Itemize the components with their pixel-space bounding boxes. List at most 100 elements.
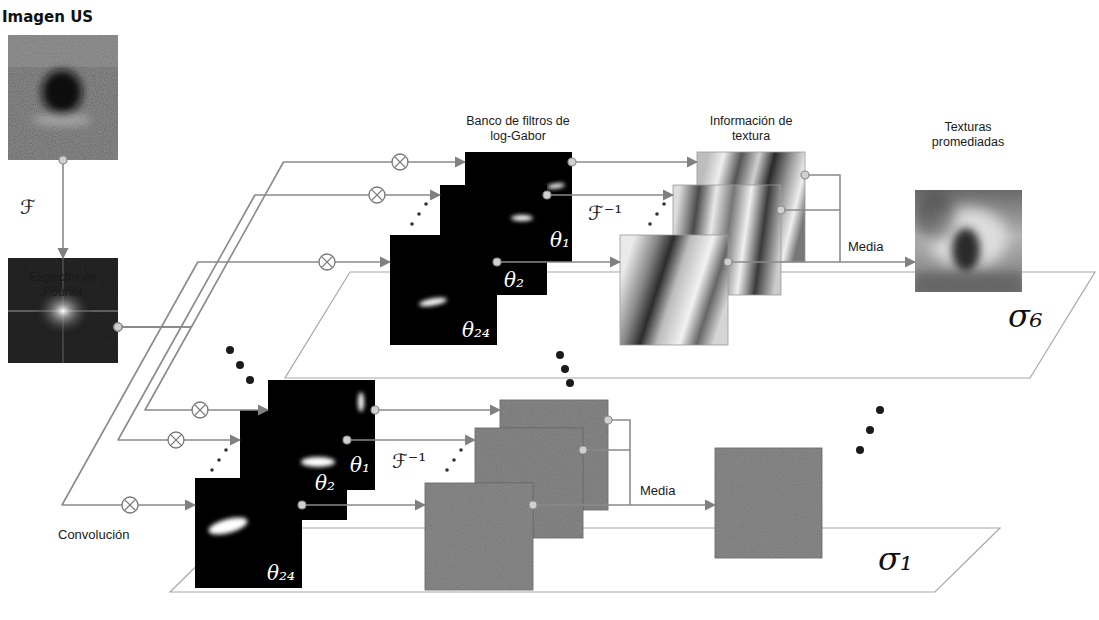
connector xyxy=(118,162,465,327)
ellipsis-dot xyxy=(236,361,244,369)
ultrasound-picture xyxy=(8,35,118,160)
operation-label: Media xyxy=(640,484,675,499)
port-dot xyxy=(604,416,612,424)
wire xyxy=(533,504,715,506)
wire xyxy=(302,504,425,506)
image-ground xyxy=(8,35,118,160)
ellipsis-dot xyxy=(226,346,234,354)
operator-label: ℱ⁻¹ xyxy=(392,450,426,473)
port-dot xyxy=(371,406,379,414)
ellipsis-dot xyxy=(224,448,228,452)
stack-title: Información de textura xyxy=(706,114,796,144)
angle-label: θ₂₄ xyxy=(462,319,490,341)
wire xyxy=(608,420,630,505)
ellipsis-dot xyxy=(424,202,428,206)
ellipsis-dot xyxy=(246,376,254,384)
filter-image: Banco de filtros de log-Gaborθ₁ xyxy=(465,152,572,262)
filter-lobe xyxy=(301,457,335,467)
filter-image: θ₂ xyxy=(240,410,347,520)
port-dot xyxy=(543,191,551,199)
ultrasound-image: Imagen US xyxy=(8,35,118,160)
scale-label: σ₆ xyxy=(1008,298,1043,335)
ellipsis-dot xyxy=(566,379,574,387)
speckle xyxy=(715,448,822,558)
multiply-symbol xyxy=(168,432,184,448)
filter-picture xyxy=(390,235,497,345)
image-ground xyxy=(8,258,118,363)
filter-bank-bottom xyxy=(195,380,375,588)
ellipsis-dot xyxy=(556,351,564,359)
averaged-image: Texturas promediadas xyxy=(915,190,1022,292)
scale-label: σ₁ xyxy=(878,541,913,578)
multiply-symbol xyxy=(369,187,385,203)
speckle xyxy=(8,35,118,160)
port-dot xyxy=(114,323,122,331)
port-dot xyxy=(114,323,122,331)
ellipsis-dot xyxy=(217,458,221,462)
image-title: Imagen US xyxy=(2,8,93,26)
averaged-picture xyxy=(715,448,822,558)
filter-lobe xyxy=(207,514,249,538)
port-dots xyxy=(298,191,785,509)
angle-label: θ₂ xyxy=(315,472,335,494)
multiply-symbol xyxy=(392,154,408,170)
spectrum-picture xyxy=(8,258,118,363)
ellipsis-dot xyxy=(876,406,884,414)
connector xyxy=(572,161,697,163)
operator-label: ℱ xyxy=(20,196,36,219)
ellipsis-dot xyxy=(410,222,414,226)
blur-shape xyxy=(952,228,980,272)
wire xyxy=(497,261,620,263)
filter-image: θ₂₄ xyxy=(390,235,497,345)
wire xyxy=(375,409,500,411)
port-dot xyxy=(59,156,67,164)
averaged-picture xyxy=(915,190,1022,292)
ellipsis-dot xyxy=(655,212,659,216)
wire xyxy=(781,209,840,211)
wire-group xyxy=(302,195,840,505)
connector xyxy=(118,195,440,327)
port-dot xyxy=(114,323,122,331)
texture-image: Información de textura xyxy=(697,152,805,262)
ellipsis-dot xyxy=(561,365,569,373)
angle-label: θ₂ xyxy=(504,269,524,291)
filter-image: θ₂₄ xyxy=(195,478,302,588)
lesion xyxy=(42,70,82,114)
blur-shape xyxy=(915,272,1022,292)
port-dot xyxy=(343,436,351,444)
port-dot xyxy=(493,258,501,266)
filter-lobe xyxy=(358,392,364,412)
filter-lobe xyxy=(547,182,566,189)
operation-label: Media xyxy=(848,240,883,255)
ellipsis-dot xyxy=(866,426,874,434)
filter-bank-top xyxy=(390,152,572,345)
port-dot xyxy=(114,323,122,331)
speckle xyxy=(425,483,533,590)
ellipsis-dot xyxy=(459,448,463,452)
filter-lobe xyxy=(419,296,448,308)
filter-image: θ₂ xyxy=(440,185,547,295)
wire xyxy=(583,449,630,451)
multiply-symbol xyxy=(319,254,335,270)
connector xyxy=(62,327,195,505)
texture-picture xyxy=(620,235,728,345)
ellipsis-dot xyxy=(417,212,421,216)
wire xyxy=(728,261,840,263)
port-dot xyxy=(777,206,785,214)
multiply-symbol xyxy=(192,402,208,418)
angle-label: θ₂₄ xyxy=(267,562,295,584)
port-dot xyxy=(298,501,306,509)
connector xyxy=(805,175,915,262)
operator-label: ℱ⁻¹ xyxy=(588,202,622,225)
wire xyxy=(547,194,673,196)
multiply-symbols xyxy=(122,154,408,513)
filter-picture xyxy=(195,478,302,588)
speckle xyxy=(8,258,118,363)
operation-label: Convolución xyxy=(58,528,130,543)
ellipsis-dot xyxy=(856,446,864,454)
port-dot xyxy=(579,446,587,454)
texture-stack-bottom xyxy=(425,400,822,590)
